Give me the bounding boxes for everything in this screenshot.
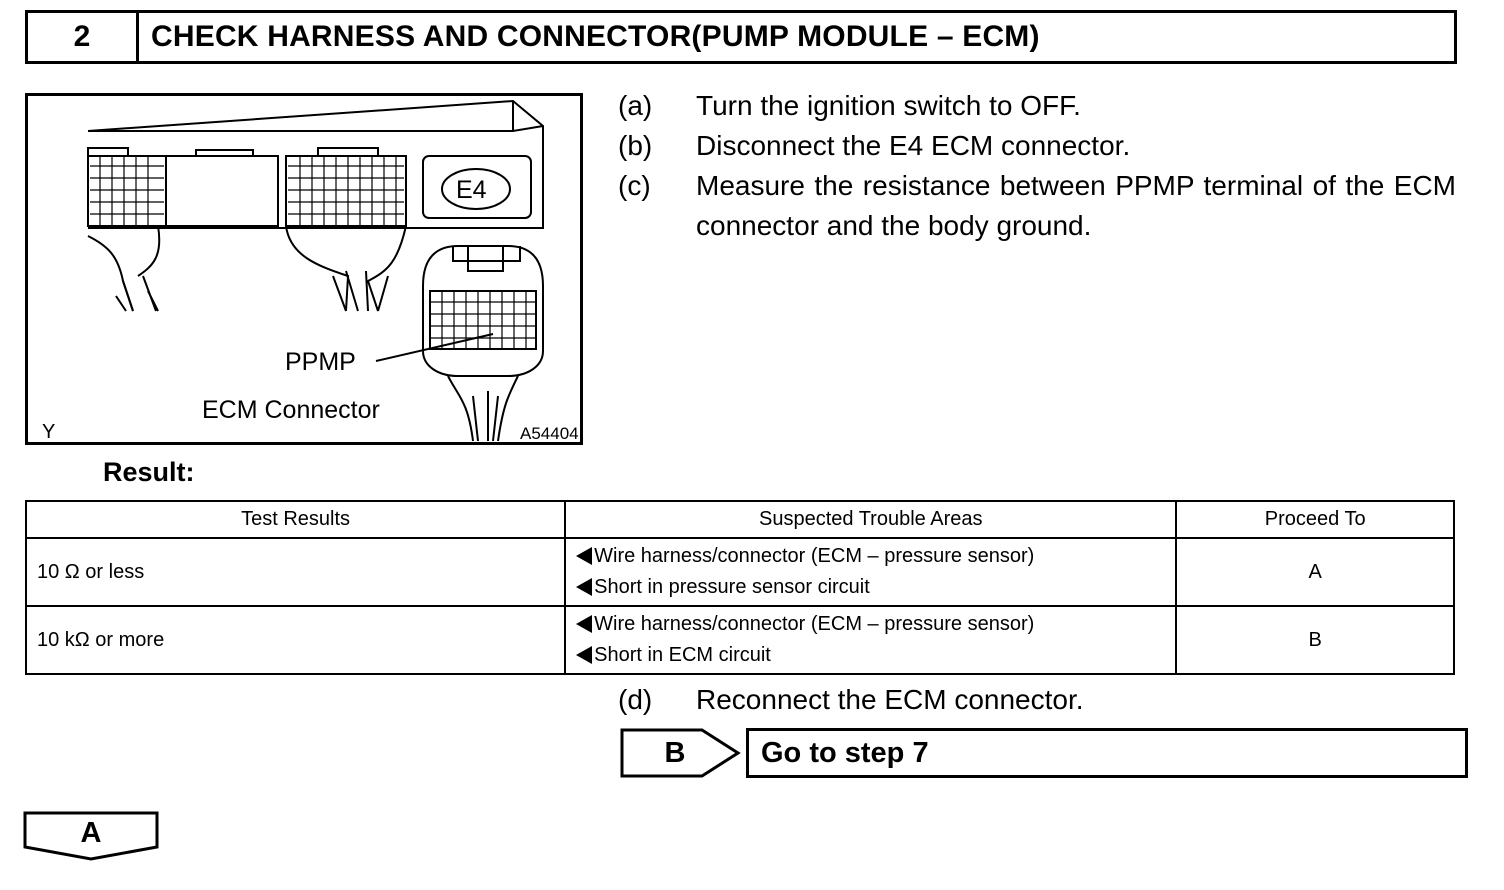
table-row: 10 kΩ or more Wire harness/connector (EC… [24,605,1455,675]
step-letter: (b) [618,130,653,161]
column-header: Proceed To [1175,500,1455,539]
trouble-area-item: Wire harness/connector (ECM – pressure s… [576,609,1175,640]
trouble-area-item: Short in pressure sensor circuit [576,572,1175,603]
table-header-row: Test Results Suspected Trouble Areas Pro… [24,500,1455,539]
step-number: 2 [28,13,139,61]
proceed-cell: B [1175,605,1455,675]
step-text: Measure the resistance between PPMP term… [696,170,1456,241]
step-title: CHECK HARNESS AND CONNECTOR(PUMP MODULE … [151,20,1040,53]
result-a-letter: A [80,816,102,849]
result-b-arrow: B [620,728,744,778]
trouble-area-item: Wire harness/connector (ECM – pressure s… [576,541,1175,572]
corner-mark: Y [42,421,56,443]
column-header: Suspected Trouble Areas [564,500,1178,539]
step-letter: (a) [618,90,653,121]
step-header: 2 CHECK HARNESS AND CONNECTOR(PUMP MODUL… [25,10,1457,64]
terminal-label: PPMP [285,348,356,376]
arrow-shape [620,728,741,778]
goto-step-box: Go to step 7 [746,728,1468,778]
results-table: Test Results Suspected Trouble Areas Pro… [24,500,1455,675]
ecm-drawing [87,99,544,442]
test-result-cell: 10 Ω or less [24,537,567,607]
trouble-areas-cell: Wire harness/connector (ECM – pressure s… [564,537,1178,607]
pointer-icon [576,615,593,633]
pointer-icon [576,646,593,664]
result-a-arrow: A [23,811,163,863]
step-letter: (c) [618,170,651,201]
ecm-connector-label: ECM Connector [202,396,380,424]
step-text: Disconnect the E4 ECM connector. [696,130,1131,161]
result-b-letter: B [664,736,686,769]
test-result-cell: 10 kΩ or more [24,605,567,675]
trouble-areas-cell: Wire harness/connector (ECM – pressure s… [564,605,1178,675]
result-label: Result: [103,457,195,487]
arrow-shape [23,811,159,861]
trouble-area-item: Short in ECM circuit [576,640,1175,671]
step-text: Reconnect the ECM connector. [696,684,1084,715]
step-text: Turn the ignition switch to OFF. [696,90,1081,121]
pointer-icon [576,547,593,565]
table-row: 10 Ω or less Wire harness/connector (ECM… [24,537,1455,607]
column-header: Test Results [24,500,567,539]
step-item: (c) Measure the resistance between PPMP … [618,166,1458,246]
proceed-cell: A [1175,537,1455,607]
figure-id: A54404 [520,424,579,443]
pointer-icon [576,578,593,596]
connector-illustration: E4 PPMP ECM Connector Y A54404 [25,93,583,445]
step-letter: (d) [618,684,653,715]
connector-code-label: E4 [456,176,487,204]
